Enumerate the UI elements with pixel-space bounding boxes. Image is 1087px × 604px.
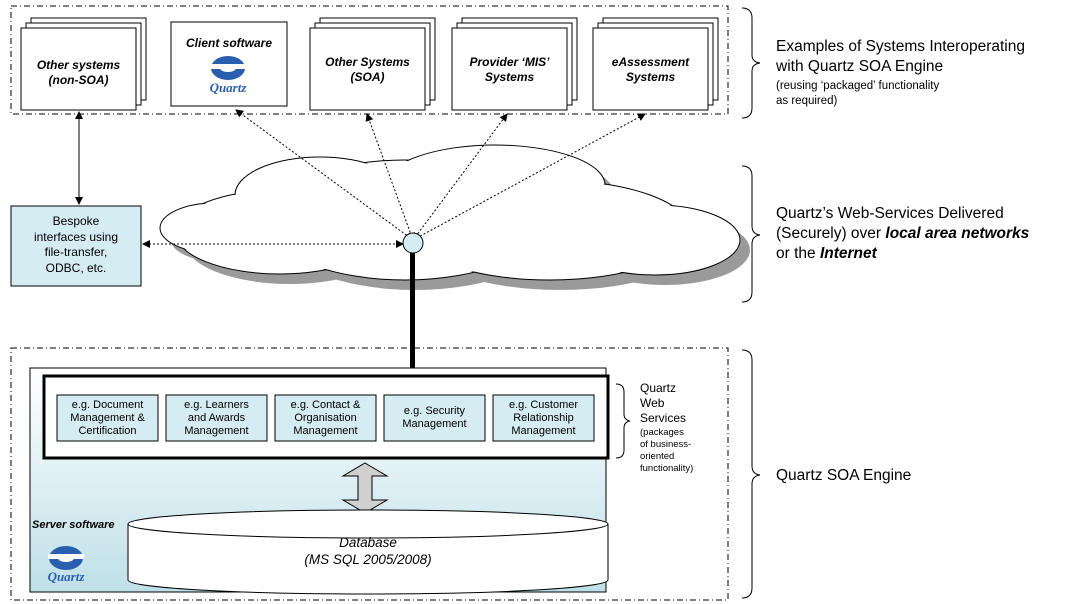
label-line: e.g. Learners: [184, 398, 249, 411]
label-line: interfaces using: [33, 229, 119, 244]
network-cloud-fill: [161, 146, 739, 279]
label-line: eAssessment: [611, 55, 690, 69]
label-line: Database: [339, 535, 397, 550]
label-line: e.g. Customer: [508, 398, 579, 411]
label-line: (non-SOA): [48, 73, 109, 87]
other-systems-non-soa-stack: [20, 17, 147, 111]
bespoke-label: Bespoke interfaces using file-transfer, …: [11, 214, 141, 276]
webservices-label: Quartz’s Web-Services Delivered (Securel…: [776, 204, 1086, 264]
label-line: e.g. Document: [71, 398, 144, 411]
label-line: Other Systems: [325, 55, 410, 69]
label-line: file-transfer,: [44, 245, 108, 259]
examples-title: Examples of Systems Interoperating with …: [776, 37, 1081, 77]
eassessment-label: eAssessment Systems: [593, 55, 708, 85]
label-line: and Awards: [187, 411, 246, 424]
examples-note: (reusing ‘packaged’ functionality as req…: [776, 79, 1076, 109]
label-line: Organisation: [294, 411, 357, 424]
server-quartz-logo-icon: [48, 546, 84, 570]
brace-services: [615, 383, 631, 459]
label-line: Systems: [625, 70, 676, 84]
label-line: (MS SQL 2005/2008): [304, 552, 432, 567]
database-cylinder: [127, 509, 609, 595]
label-line: Provider ‘MIS’: [469, 55, 550, 69]
label-line: (Securely) over local area networks: [776, 224, 1086, 244]
engine-label: Quartz SOA Engine: [776, 467, 912, 484]
label-line: Quartz’s Web-Services Delivered: [776, 205, 1004, 222]
label-line: Services: [640, 411, 687, 425]
label-line: oriented: [640, 451, 675, 462]
label-line: of business-: [640, 439, 692, 450]
label-line: Management &: [70, 411, 145, 424]
label-line: with Quartz SOA Engine: [776, 58, 944, 75]
other-systems-soa-stack: [309, 17, 436, 111]
web-services-label: Quartz Web Services: [640, 381, 730, 426]
label-line: Management: [402, 418, 467, 430]
label-line: Certification: [78, 424, 137, 437]
label-line: Management: [184, 424, 249, 437]
arrow-eassessment: [412, 113, 646, 241]
label-line: (SOA): [350, 70, 385, 84]
engine-region: [10, 347, 729, 601]
other-systems-soa-label: Other Systems (SOA): [310, 55, 425, 85]
label-line: e.g. Contact &: [290, 398, 361, 411]
label-line: Quartz: [640, 381, 677, 395]
label-emphasis: local area networks: [885, 225, 1030, 242]
quartz-logo-icon: [210, 56, 246, 80]
web-services-note: (packages of business- oriented function…: [640, 427, 730, 475]
client-software-label: Client software: [185, 36, 272, 50]
bespoke-box: [10, 205, 142, 287]
client-quartz-logo-text: Quartz: [209, 80, 247, 95]
server-software-label: Server software: [32, 519, 115, 531]
label-line: or the Internet: [776, 244, 1086, 264]
label-text: (Securely) over: [776, 225, 886, 242]
label-line: Other systems: [36, 58, 121, 72]
other-systems-non-soa-label: Other systems (non-SOA): [21, 58, 136, 88]
brace-bottom: [741, 349, 761, 599]
label-emphasis: Internet: [819, 245, 877, 262]
database-label: Database (MS SQL 2005/2008): [128, 534, 608, 568]
provider-mis-stack: [451, 17, 578, 111]
provider-mis-label: Provider ‘MIS’ Systems: [452, 55, 567, 85]
label-line: e.g. Security: [403, 405, 466, 417]
server-quartz-logo-text: Quartz: [47, 569, 85, 584]
label-line: Relationship: [513, 411, 574, 424]
label-line: (reusing ‘packaged’ functionality: [776, 80, 940, 92]
network-hub-icon: [402, 232, 424, 254]
eassessment-stack: [592, 17, 719, 111]
label-line: Web: [640, 396, 665, 410]
label-line: Management: [511, 424, 576, 437]
service-boxes: [56, 394, 595, 442]
label-line: ODBC, etc.: [45, 260, 107, 275]
label-line: Management: [293, 424, 358, 437]
label-text: or the: [776, 245, 820, 262]
label-line: (packages: [640, 427, 684, 438]
label-line: functionality): [640, 463, 694, 474]
brace-top: [741, 7, 761, 119]
label-line: Bespoke: [52, 214, 100, 228]
label-line: Examples of Systems Interoperating: [776, 38, 1025, 55]
label-line: as required): [776, 95, 838, 107]
hub-engine-link: [410, 253, 415, 376]
brace-middle: [741, 165, 761, 303]
label-line: Systems: [484, 70, 535, 84]
